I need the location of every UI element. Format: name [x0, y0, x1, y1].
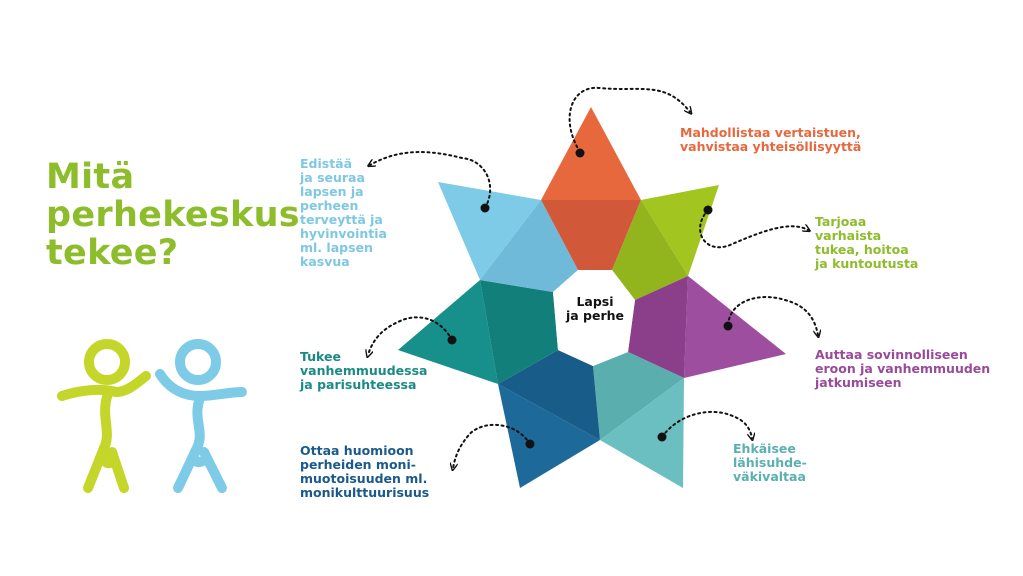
label-line: lapsen ja	[300, 184, 364, 199]
label-top: Mahdollistaa vertaistuen, vahvistaa yhte…	[680, 126, 861, 154]
label-line: väkivaltaa	[733, 469, 806, 484]
dot-upper-left	[480, 203, 490, 213]
dot-left	[447, 335, 457, 345]
label-line: perheen	[300, 198, 359, 213]
title-line-2: perhekeskus	[46, 195, 300, 235]
title-line-1: Mitä	[46, 157, 135, 197]
label-right: Auttaa sovinnolliseen eroon ja vanhemmuu…	[815, 348, 990, 390]
label-line: muotoisuuden ml.	[300, 471, 428, 486]
star-point-upper-left	[438, 182, 541, 280]
label-line: Auttaa sovinnolliseen	[815, 347, 968, 362]
label-lower-right: Ehkäisee lähisuhde- väkivaltaa	[733, 442, 807, 484]
label-line: kasvua	[300, 254, 350, 269]
connector-top	[568, 86, 690, 153]
label-lower-left: Ottaa huomioon perheiden moni- muotoisuu…	[300, 444, 429, 500]
label-line: ja seuraa	[300, 170, 365, 185]
star-point-right	[684, 276, 786, 378]
label-line: monikulttuurisuus	[300, 485, 430, 500]
label-line: lähisuhde-	[733, 455, 807, 470]
person-right-icon	[155, 339, 247, 493]
label-line: vahvistaa yhteisöllisyyttä	[680, 139, 862, 154]
label-line: Edistää	[300, 156, 353, 171]
dot-right	[723, 321, 733, 331]
label-line: Tukee	[300, 349, 341, 364]
label-line: Mahdollistaa vertaistuen,	[680, 125, 861, 140]
page-title: Mitä perhekeskus tekee?	[46, 158, 300, 272]
label-line: Ottaa huomioon	[300, 443, 414, 458]
segment-bottom	[498, 350, 600, 440]
segment-lower-right	[593, 352, 684, 440]
label-line: ja kuntoutusta	[815, 256, 919, 271]
label-line: varhaista	[815, 228, 882, 243]
connector-upper-left	[370, 151, 491, 209]
label-line: Ehkäisee	[733, 441, 796, 456]
label-line: ja parisuhteessa	[300, 377, 417, 392]
star-point-upper-right	[641, 185, 719, 276]
label-line: vanhemmuudessa	[300, 363, 428, 378]
star-point-left	[398, 280, 498, 384]
segment-upper-right	[612, 200, 688, 300]
segment-upper-left	[480, 200, 578, 292]
center-label: Lapsi ja perhe	[555, 295, 635, 323]
dot-upper-right	[703, 205, 713, 215]
title-line-3: tekee?	[46, 233, 179, 273]
label-line: Tarjoaa	[815, 214, 867, 229]
label-line: eroon ja vanhemmuuden	[815, 361, 991, 376]
label-left: Tukee vanhemmuudessa ja parisuhteessa	[300, 350, 427, 392]
label-line: hyvinvointia	[300, 226, 387, 241]
connector-lower-right	[661, 410, 752, 438]
dot-lower-right	[657, 432, 667, 442]
label-line: ml. lapsen	[300, 240, 373, 255]
label-line: terveyttä ja	[300, 212, 383, 227]
center-line-2: ja perhe	[565, 308, 625, 323]
center-hub	[553, 270, 635, 366]
connector-upper-right	[699, 209, 808, 249]
segment-top	[541, 200, 641, 270]
label-upper-left: Edistää ja seuraa lapsen ja perheen terv…	[300, 157, 387, 269]
dot-lower-left	[525, 439, 535, 449]
label-line: tukea, hoitoa	[815, 242, 909, 257]
connector-lower-left	[453, 423, 531, 468]
dot-top	[575, 148, 585, 158]
connector-right	[727, 296, 818, 335]
label-line: jatkumiseen	[815, 375, 902, 390]
connector-left	[368, 316, 453, 355]
center-line-1: Lapsi	[576, 294, 614, 309]
label-line: perheiden moni-	[300, 457, 416, 472]
star-point-lower-bottom	[498, 384, 600, 488]
segment-right	[628, 276, 688, 378]
label-upper-right: Tarjoaa varhaista tukea, hoitoa ja kunto…	[815, 215, 918, 271]
segment-left	[480, 280, 558, 384]
star-point-top	[541, 107, 641, 200]
star-point-lower-right	[600, 378, 684, 488]
person-left-icon	[57, 339, 151, 493]
